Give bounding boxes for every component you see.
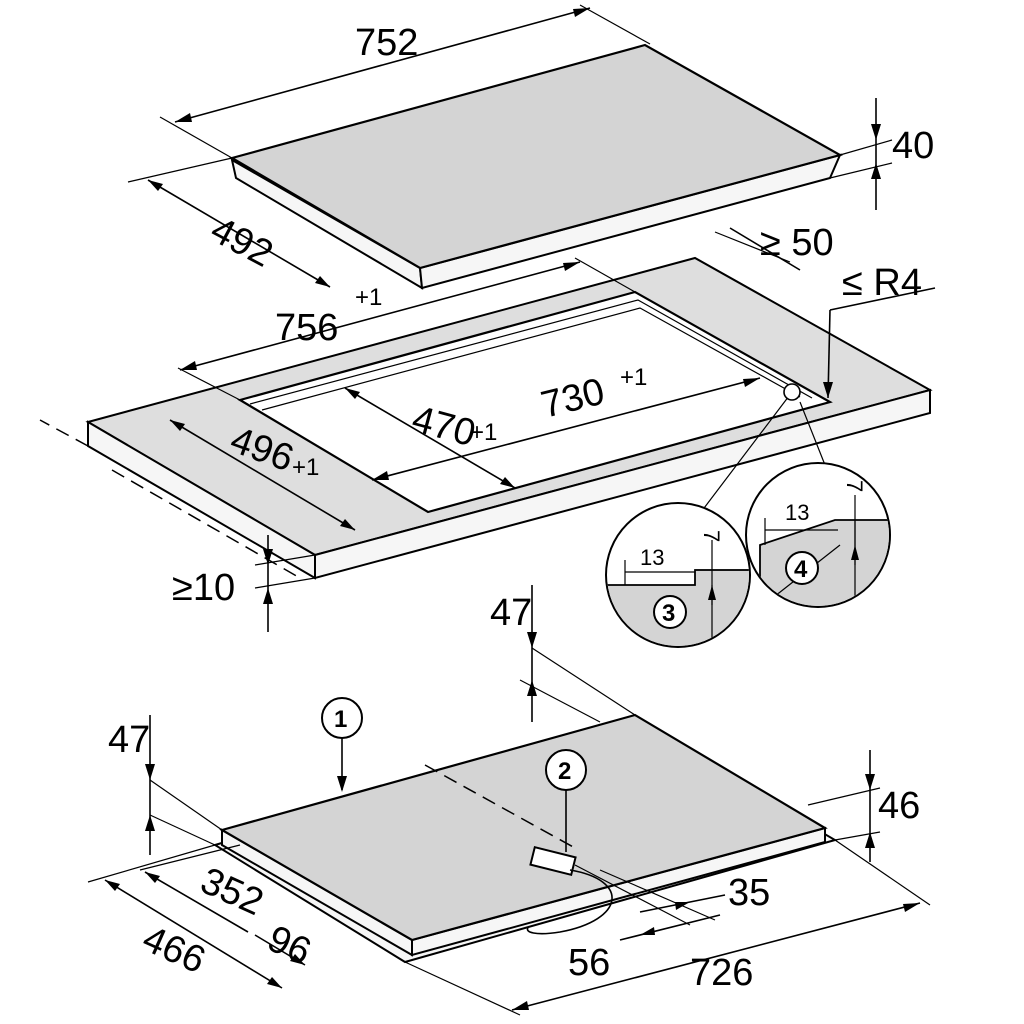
dimension-rear-height-label: 47 (490, 592, 532, 634)
dimension-rear-height: 47 (490, 585, 636, 723)
hob-glass-surface (229, 43, 843, 270)
detail-3-horizontal-dim: 13 (640, 545, 664, 570)
hob-underside-view (212, 713, 838, 964)
callout-1: 1 (321, 697, 363, 792)
dimension-left-height-label: 47 (108, 719, 150, 761)
dimension-cutout-width: 756 +1 (177, 257, 636, 401)
dimension-cutout-width-tolerance: +1 (355, 284, 382, 311)
dimension-front-offset-label: 96 (261, 918, 317, 974)
dimension-cutout-depth-tolerance: +1 (292, 454, 319, 481)
detail-3: 13 7 3 (605, 502, 751, 648)
dimension-underside-width: 726 (404, 839, 931, 1016)
connection-cable (526, 869, 613, 935)
dimension-box-offset-label: 56 (568, 942, 610, 984)
dimension-box-width-label: 35 (728, 872, 770, 914)
detail-4: 13 7 4 (745, 462, 891, 608)
dimension-cutout-width-label: 756 (275, 307, 338, 349)
dimension-inner-depth-tolerance: +1 (470, 419, 497, 446)
detail-4-horizontal-dim: 13 (785, 500, 809, 525)
callout-2: 2 (545, 749, 587, 852)
detail-3-vertical-dim: 7 (699, 530, 724, 542)
cutout-opening (237, 290, 833, 514)
dimension-rear-clearance: ≥ 50 (714, 222, 834, 271)
callout-1-label: 1 (334, 706, 347, 733)
dimension-hob-thickness-label: 40 (892, 125, 934, 167)
dimension-outer-depth-label: 466 (136, 918, 211, 982)
dimension-left-height: 47 (108, 715, 223, 855)
detail-3-callout: 3 (662, 600, 675, 627)
dimension-front-clearance: ≥10 (172, 535, 316, 632)
countertop-cutout-view (85, 256, 933, 580)
terminal-box (529, 845, 577, 877)
dimension-rear-clearance-label: ≥ 50 (760, 222, 834, 264)
dimension-hob-width: 752 (159, 4, 651, 159)
countertop-slab-right (314, 388, 931, 580)
dimension-total-height: 46 (807, 750, 920, 862)
dimension-box-offset: 56 (568, 914, 721, 984)
dimension-box-width: 35 (574, 864, 770, 926)
dimension-corner-radius-label: ≤ R4 (842, 262, 922, 304)
dimension-front-offset: 96 (254, 918, 317, 974)
dimension-total-height-label: 46 (878, 785, 920, 827)
dimension-corner-radius: ≤ R4 (823, 262, 936, 399)
callout-2-label: 2 (558, 758, 571, 785)
dimension-inner-width-tolerance: +1 (620, 364, 647, 391)
detail-4-callout: 4 (794, 556, 808, 583)
dimension-hob-width-label: 752 (355, 22, 418, 64)
dimension-underside-width-label: 726 (690, 952, 753, 994)
dimension-front-clearance-label: ≥10 (172, 567, 235, 609)
dimension-hob-thickness: 40 (829, 98, 934, 210)
cutout-rebate-edge (249, 299, 813, 405)
detail-4-vertical-dim: 7 (842, 480, 867, 492)
underside-housing (219, 713, 828, 942)
